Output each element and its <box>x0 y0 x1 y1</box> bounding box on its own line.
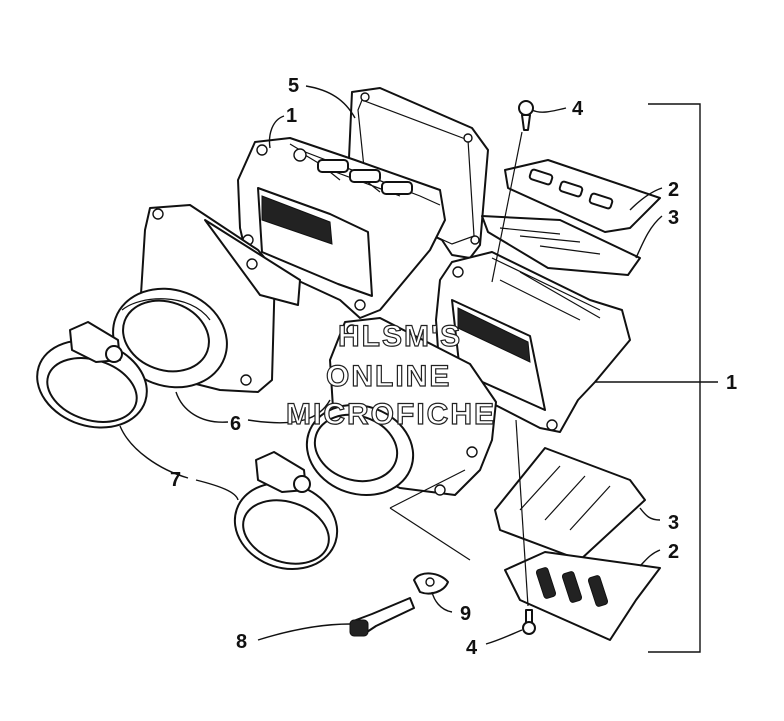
watermark-line-3: MICROFICHE <box>286 398 496 431</box>
callout-2-bottom: 2 <box>668 541 679 563</box>
screw-lower-axis <box>515 419 529 607</box>
reed-stopper-lower-part-2 <box>504 551 661 641</box>
leader-6 <box>175 391 331 424</box>
leader-4-bottom <box>485 629 523 645</box>
leader-3-top <box>635 215 663 259</box>
leader-7 <box>119 425 239 501</box>
bolt-guide-line <box>389 469 471 561</box>
leader-5 <box>305 85 356 119</box>
callout-5: 5 <box>288 75 299 97</box>
screw-upper-axis <box>491 131 523 283</box>
reed-petal-lower-part-3 <box>494 447 646 561</box>
callout-1-top: 1 <box>286 105 297 127</box>
callout-3-top: 3 <box>668 207 679 229</box>
watermark-line-1: HLSM'S <box>338 320 462 353</box>
hose-clamp-upper <box>36 321 148 429</box>
callout-4-bottom: 4 <box>466 637 478 659</box>
leader-1-top <box>268 115 285 149</box>
leader-2-top <box>629 187 663 211</box>
intake-boot-lower <box>305 317 497 497</box>
leader-2-bottom <box>639 549 661 567</box>
hose-clamp-lower <box>233 451 339 571</box>
screw-lower-part-4 <box>522 609 536 635</box>
leader-9 <box>431 591 453 613</box>
callout-7: 7 <box>170 469 181 491</box>
leader-4-top <box>531 107 567 113</box>
assembly-bracket <box>648 103 701 653</box>
intake-boot-upper <box>112 204 301 393</box>
callout-2-top: 2 <box>668 179 679 201</box>
watermark-line-2: ONLINE <box>326 360 451 393</box>
callout-3-bottom: 3 <box>668 512 679 534</box>
bolt-part-8 <box>349 597 415 637</box>
reed-petal-upper-part-3 <box>481 215 641 276</box>
leader-3-bottom <box>639 507 661 521</box>
callout-8: 8 <box>236 631 247 653</box>
callout-4-top: 4 <box>572 98 584 120</box>
reed-stopper-upper-part-2 <box>504 159 661 233</box>
leader-8 <box>257 623 351 641</box>
lock-washer-part-9 <box>413 572 449 595</box>
callout-1-right: 1 <box>726 372 737 394</box>
screw-upper-part-4 <box>518 100 534 131</box>
callout-9: 9 <box>460 603 471 625</box>
callout-6: 6 <box>230 413 241 435</box>
